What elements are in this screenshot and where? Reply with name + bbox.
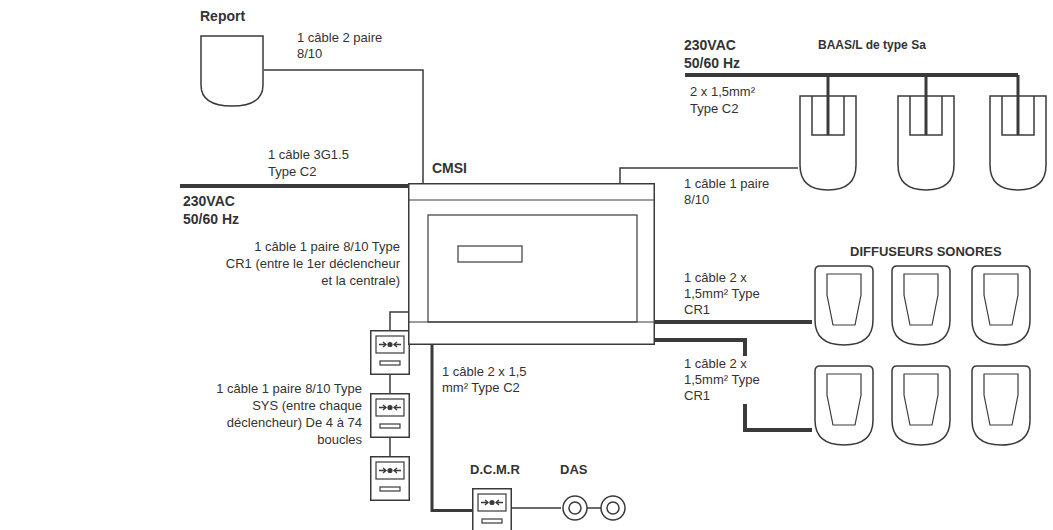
emergency-light-group: BAAS/L de type Sa (798, 36, 1050, 192)
power-tap (827, 75, 830, 135)
loop-wire (390, 312, 408, 330)
node-heading: Report (200, 8, 245, 24)
node-outline (408, 183, 655, 345)
cable-connector (512, 507, 561, 509)
power-tap (925, 75, 928, 135)
manual-call-points (371, 331, 410, 501)
cable-spec: 2 x 1,5mm² Type C2 (690, 83, 770, 117)
call-point-symbol (371, 394, 410, 438)
power-supply-label: 230VAC 50/60 Hz (684, 36, 750, 72)
node-heading: BAAS/L de type Sa (818, 38, 926, 52)
node-outline (812, 265, 1048, 447)
cable-spec: 1 câble 1 paire 8/10 Type SYS (entre cha… (192, 380, 362, 448)
control-unit: CMSI (405, 160, 655, 346)
power-line (180, 184, 408, 188)
cable-connector (655, 340, 812, 430)
cable-spec: 1 câble 2 x 1,5mm² Type CR1 (684, 270, 774, 318)
node-heading: DIFFUSEURS SONORES (850, 244, 1002, 259)
node-heading: DAS (560, 462, 587, 477)
sounder-group: DIFFUSEURS SONORES (812, 244, 1048, 449)
cable-connector (655, 320, 812, 324)
loop-wire (389, 375, 391, 393)
node-outline (472, 488, 512, 530)
call-point-symbol (371, 331, 410, 375)
node-heading: D.C.M.R (470, 462, 520, 477)
node-outline (798, 95, 1048, 192)
loop-wire (389, 438, 391, 456)
cable-spec: 1 câble 2 x 1,5mm² Type CR1 (684, 356, 774, 404)
cable-spec: 1 câble 2 paire 8/10 (297, 30, 387, 62)
repeater-panel: Report (196, 8, 268, 110)
node-outline (561, 494, 629, 522)
cable-spec: 1 câble 1 paire 8/10 (684, 176, 776, 208)
cable-connector (264, 70, 423, 183)
node-outline (200, 35, 264, 107)
node-heading: CMSI (432, 160, 467, 176)
dcmr-box: D.C.M.R (466, 462, 514, 530)
power-tap (1017, 75, 1020, 135)
das-symbol: DAS (556, 462, 632, 522)
power-line (685, 73, 1018, 77)
cable-spec: 1 câble 2 x 1,5 mm² Type C2 (442, 364, 527, 396)
cable-spec: 1 câble 3G1.5 Type C2 (268, 146, 373, 180)
call-point-symbol (473, 489, 512, 530)
call-point-symbol (371, 457, 410, 501)
power-supply-label: 230VAC 50/60 Hz (183, 192, 249, 228)
cable-spec: 1 câble 1 paire 8/10 Type CR1 (entre le … (225, 238, 400, 289)
